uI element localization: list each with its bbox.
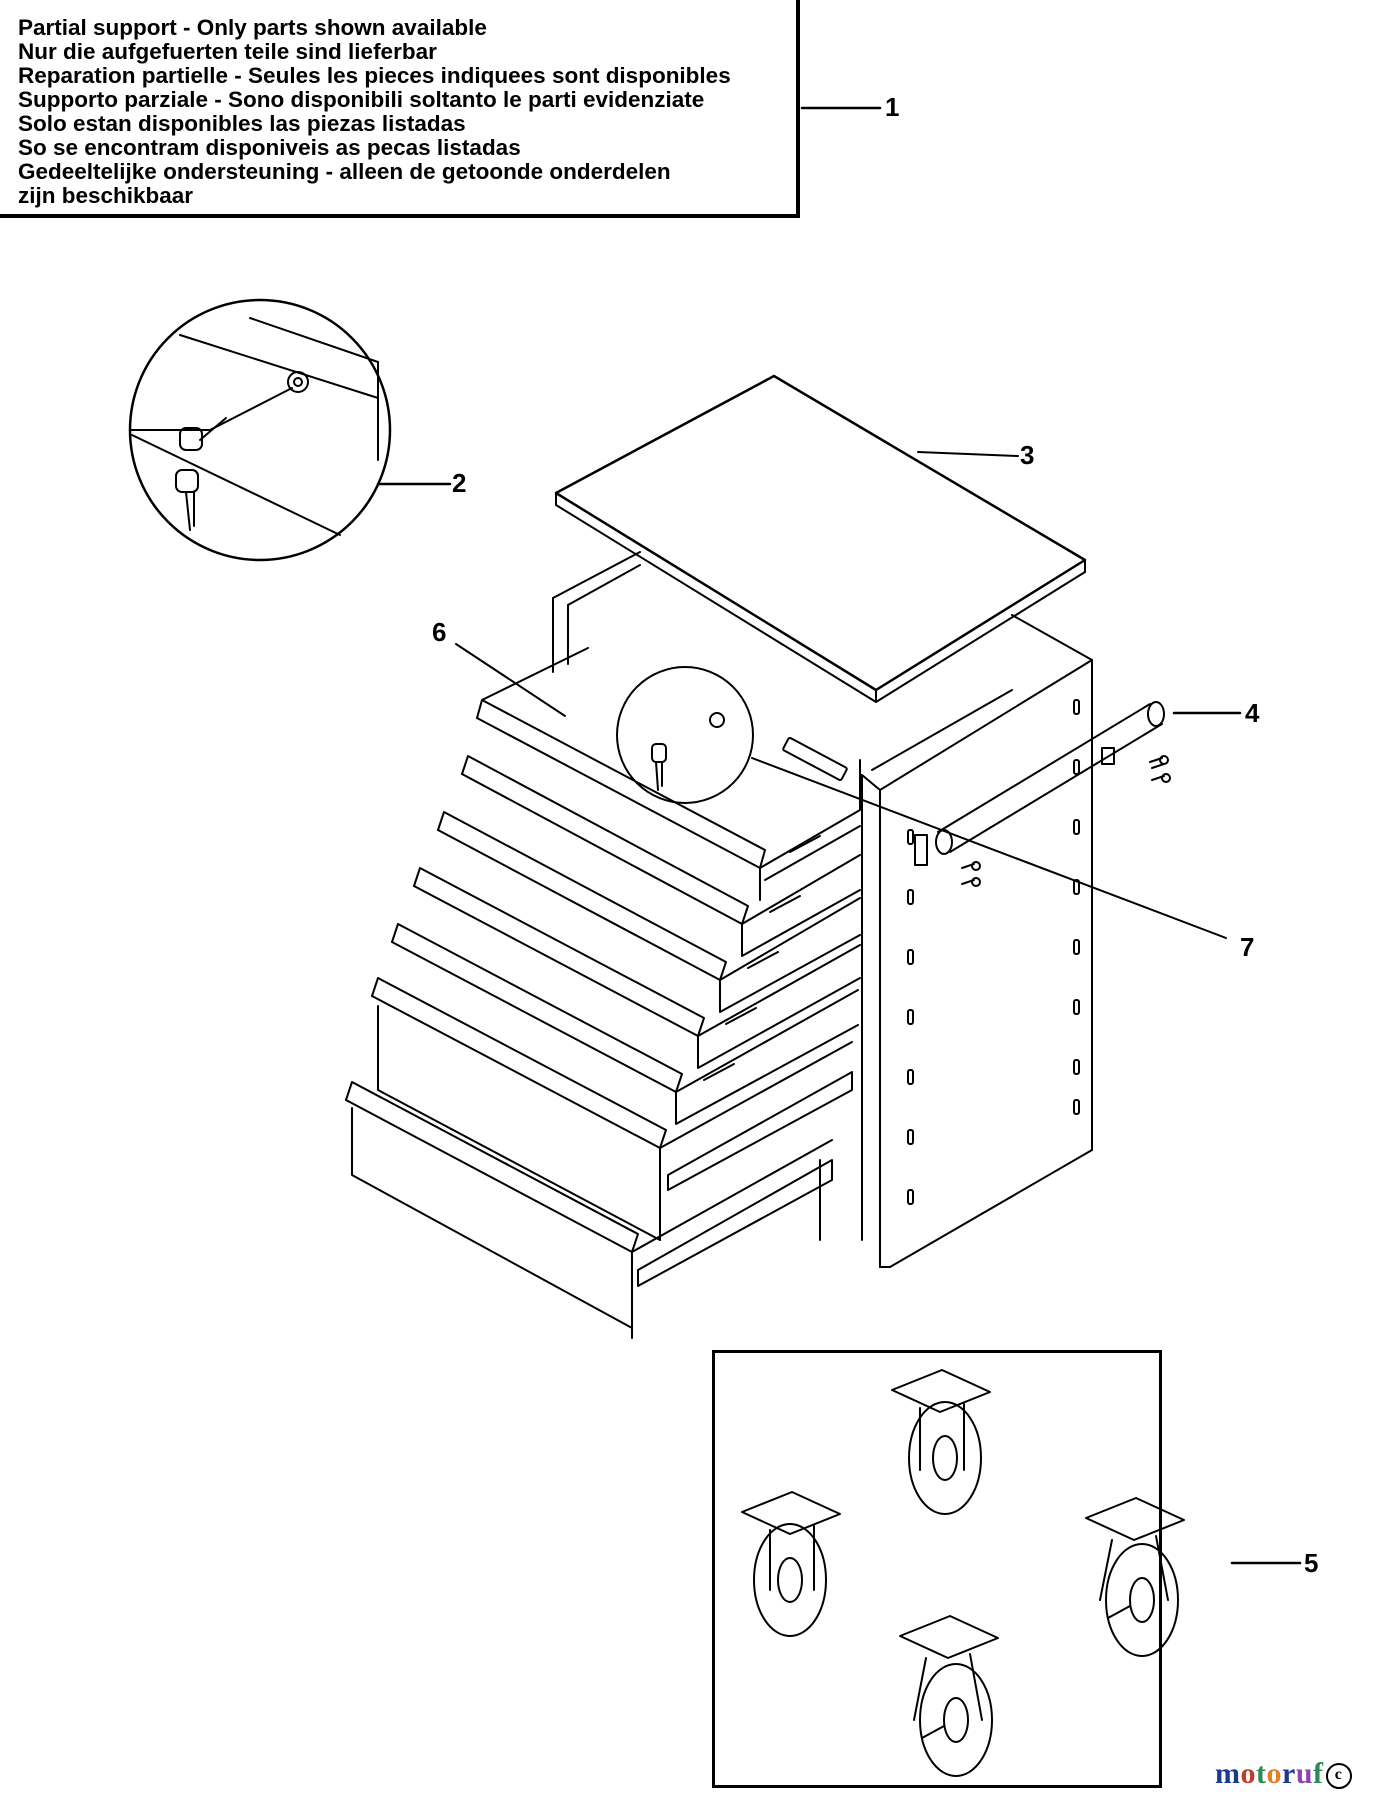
drawer-lock-detail bbox=[616, 666, 848, 804]
notice-line: So se encontram disponiveis as pecas lis… bbox=[18, 135, 521, 160]
watermark-letter: u bbox=[1295, 1757, 1314, 1790]
watermark-letter: r bbox=[1282, 1757, 1296, 1790]
callout-2: 2 bbox=[452, 468, 467, 498]
callout-3: 3 bbox=[1020, 440, 1035, 470]
casters-group-box bbox=[712, 1350, 1162, 1788]
partial-support-notice: Partial support - Only parts shown avail… bbox=[0, 0, 800, 218]
leader-line-3 bbox=[917, 451, 1019, 457]
notice-line: zijn beschikbaar bbox=[18, 183, 194, 208]
notice-line: Supporto parziale - Sono disponibili sol… bbox=[18, 87, 705, 112]
notice-line: Solo estan disponibles las piezas listad… bbox=[18, 111, 466, 136]
callout-6: 6 bbox=[432, 617, 447, 647]
notice-line: Partial support - Only parts shown avail… bbox=[18, 15, 487, 40]
watermark-letter: f bbox=[1313, 1757, 1324, 1790]
notice-line: Gedeeltelijke ondersteuning - alleen de … bbox=[18, 159, 671, 184]
caster-left bbox=[741, 1491, 841, 1637]
key-lock-detail bbox=[128, 298, 392, 562]
watermark-letter: m bbox=[1215, 1757, 1241, 1790]
watermark-letter: o bbox=[1240, 1757, 1256, 1790]
top-panel bbox=[554, 374, 1087, 692]
drawers bbox=[345, 647, 861, 1339]
notice-line: Reparation partielle - Seules les pieces… bbox=[18, 63, 731, 88]
cabinet-body bbox=[552, 551, 1115, 1268]
caster-top bbox=[891, 1369, 991, 1515]
caster-right bbox=[1085, 1497, 1185, 1657]
callout-7: 7 bbox=[1240, 932, 1255, 962]
caster-bottom bbox=[899, 1615, 999, 1777]
leader-line-6 bbox=[455, 643, 566, 717]
handle-bar bbox=[935, 701, 1165, 855]
callout-1: 1 bbox=[885, 92, 900, 122]
watermark-letter: o bbox=[1266, 1757, 1282, 1790]
notice-line: Nur die aufgefuerten teile sind lieferba… bbox=[18, 39, 437, 64]
watermark-letter: t bbox=[1256, 1757, 1267, 1790]
callout-5: 5 bbox=[1304, 1548, 1319, 1578]
watermark-mark: c bbox=[1325, 1763, 1352, 1790]
leader-line-7 bbox=[751, 757, 1227, 939]
callout-4: 4 bbox=[1245, 698, 1260, 728]
screws bbox=[961, 755, 1171, 887]
